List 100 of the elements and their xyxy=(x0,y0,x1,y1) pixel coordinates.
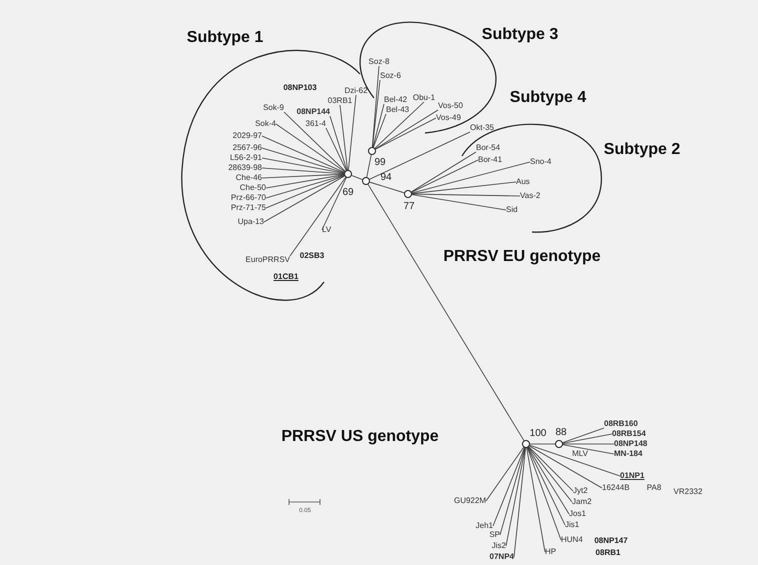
branch-line xyxy=(373,114,386,148)
strain-label: Jis2 xyxy=(492,542,506,550)
branch-line xyxy=(375,110,438,150)
branch-line xyxy=(369,132,470,180)
bootstrap-value: 88 xyxy=(555,428,567,438)
branch-line xyxy=(528,447,570,514)
strain-label: Soz-6 xyxy=(380,72,401,80)
group-label: PRRSV US genotype xyxy=(281,428,439,446)
bootstrap-value: 77 xyxy=(403,202,415,212)
strain-label: Prz-66-70 xyxy=(230,194,266,202)
branch-line xyxy=(492,447,525,526)
branch-line xyxy=(562,428,604,444)
branch-line xyxy=(326,128,347,171)
strain-label: Dzi-62 xyxy=(344,87,368,95)
strain-label: 08NP144 xyxy=(296,108,330,116)
strain-label: Aus xyxy=(516,178,530,186)
branch-line xyxy=(412,194,520,196)
branch-line xyxy=(529,446,602,488)
strain-label: Che-46 xyxy=(236,174,262,182)
branch-line xyxy=(528,446,574,492)
strain-label: 361-4 xyxy=(306,120,326,128)
strain-label: Vos-49 xyxy=(436,114,461,122)
strain-label: Obu-1 xyxy=(412,94,436,102)
branch-line xyxy=(369,182,405,194)
branch-line xyxy=(374,102,424,149)
branch-line xyxy=(262,136,345,173)
branch-line xyxy=(527,447,566,526)
strain-label: Bor-41 xyxy=(478,156,502,164)
branch-line xyxy=(368,184,524,441)
strain-label: Sid xyxy=(506,206,518,214)
strain-label: Che-50 xyxy=(240,184,266,192)
branch-line xyxy=(262,174,344,178)
strain-label: Vos-50 xyxy=(438,102,463,110)
strain-label: Jeh1 xyxy=(476,522,493,530)
strain-label: 08NP103 xyxy=(283,84,317,92)
strain-label: 16244B xyxy=(602,484,630,492)
bootstrap-value: 94 xyxy=(380,173,392,183)
strain-label: Bel-42 xyxy=(384,96,408,104)
strain-label: 03RB1 xyxy=(328,97,352,105)
strain-label: Jis1 xyxy=(565,521,580,529)
branch-line xyxy=(412,194,506,210)
strain-label: 08RB160 xyxy=(604,420,638,428)
branch-line xyxy=(262,168,344,174)
strain-label: VR2332 xyxy=(674,488,702,496)
strain-label: Jam2 xyxy=(572,498,592,506)
branch-line xyxy=(412,182,516,194)
branch-line xyxy=(340,104,348,170)
strain-label: Sno-4 xyxy=(530,158,552,166)
branch-line xyxy=(330,116,348,171)
strain-label: Jos1 xyxy=(569,510,586,518)
strain-label: Upa-13 xyxy=(238,218,264,226)
branch-line xyxy=(528,446,572,502)
branch-line xyxy=(375,118,436,150)
branch-line xyxy=(562,444,614,454)
branch-line xyxy=(526,447,562,540)
strain-label: Sok-4 xyxy=(255,120,276,128)
bootstrap-value: 69 xyxy=(342,188,354,198)
strain-label: Sok-9 xyxy=(263,104,284,112)
branch-line xyxy=(562,434,612,444)
branch-line xyxy=(411,160,478,193)
strain-label: GU922M xyxy=(454,497,486,505)
strain-label: HUN4 xyxy=(561,536,583,544)
strain-label: 01CB1 xyxy=(274,273,298,281)
branch-line xyxy=(500,447,526,536)
strain-label: 02SB3 xyxy=(300,252,324,260)
strain-label: 08NP148 xyxy=(614,440,648,448)
branch-line xyxy=(372,80,380,148)
branch-line xyxy=(506,448,526,546)
strain-label: SP xyxy=(489,531,500,539)
branch-line xyxy=(348,94,356,170)
branch-line xyxy=(514,448,526,558)
group-label: PRRSV EU genotype xyxy=(443,248,601,266)
bootstrap-value: 99 xyxy=(374,158,386,168)
strain-label: EuroPRRSV xyxy=(246,256,290,264)
branch-line xyxy=(284,112,346,172)
branch-line xyxy=(372,66,380,148)
strain-label: Prz-71-75 xyxy=(230,204,266,212)
strain-label: HP xyxy=(545,548,556,556)
strain-label: 08RB154 xyxy=(612,430,646,438)
strain-label: 01NP1 xyxy=(620,472,644,480)
strain-label: Jyt2 xyxy=(573,487,588,495)
strain-label: L56-2-91 xyxy=(230,154,262,162)
branch-line xyxy=(411,152,476,192)
strain-label: Soz-8 xyxy=(368,58,390,66)
strain-label: 2029-97 xyxy=(232,132,262,140)
group-label: Subtype 1 xyxy=(186,29,264,47)
branch-line xyxy=(264,176,345,222)
strain-label: 08RB1 xyxy=(596,549,620,557)
strain-label: Bor-54 xyxy=(476,144,500,152)
strain-label: Vas-2 xyxy=(520,192,540,200)
bootstrap-value: 100 xyxy=(530,429,546,439)
strain-label: LV xyxy=(322,226,332,234)
strain-label: MLV xyxy=(572,450,588,458)
group-label: Subtype 2 xyxy=(604,141,680,159)
branch-line xyxy=(276,124,346,172)
strain-label: 08NP147 xyxy=(594,537,628,545)
strain-label: MN-184 xyxy=(614,450,642,458)
branch-line xyxy=(366,154,372,178)
branch-line xyxy=(411,162,530,194)
branch-line xyxy=(262,158,344,174)
